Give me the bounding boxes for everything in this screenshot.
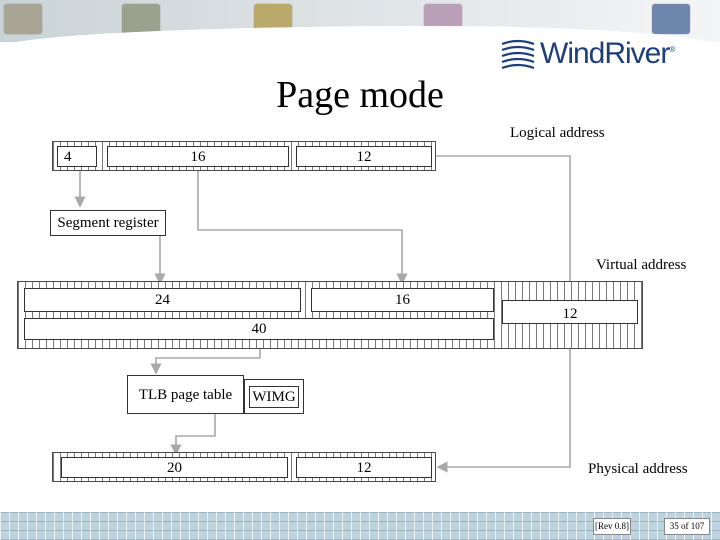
- revision-label: [Rev 0.8]: [593, 518, 631, 535]
- connector-12-to-12: [436, 155, 571, 298]
- logical-field-16: 16: [107, 146, 289, 167]
- physical-field-12: 12: [296, 457, 432, 478]
- wimg-label: WIMG: [249, 386, 299, 408]
- banner-photo-2: [122, 4, 160, 34]
- windriver-logo-icon: [501, 39, 535, 70]
- tlb-page-table: TLB page table: [127, 375, 244, 414]
- logical-field-4: 4: [57, 146, 97, 167]
- wimg-box: WIMG: [244, 379, 304, 414]
- connector-12-to-physical: [436, 325, 571, 473]
- brand-name: WindRiver®: [540, 37, 675, 70]
- banner-photo-1: [4, 4, 42, 34]
- virtual-field-24: 24: [24, 288, 301, 312]
- banner-photo-5: [652, 4, 690, 34]
- header-banner: [0, 0, 720, 42]
- physical-address-label: Physical address: [588, 461, 688, 477]
- virtual-combined-40: 40: [24, 318, 494, 340]
- virtual-field-12: 12: [502, 300, 638, 324]
- segment-register: Segment register: [50, 210, 166, 236]
- banner-wave: [0, 26, 720, 42]
- page-number: 35 of 107: [664, 518, 710, 535]
- virtual-address-label: Virtual address: [596, 257, 687, 273]
- page-title: Page mode: [276, 74, 444, 116]
- connector-tlb-to-20: [170, 414, 216, 456]
- connector-40-to-tlb: [150, 340, 261, 375]
- logical-address-label: Logical address: [510, 125, 605, 141]
- logical-field-12: 12: [296, 146, 432, 167]
- virtual-field-16: 16: [311, 288, 494, 312]
- physical-field-20: 20: [61, 457, 288, 478]
- connector-16-to-16: [197, 168, 408, 285]
